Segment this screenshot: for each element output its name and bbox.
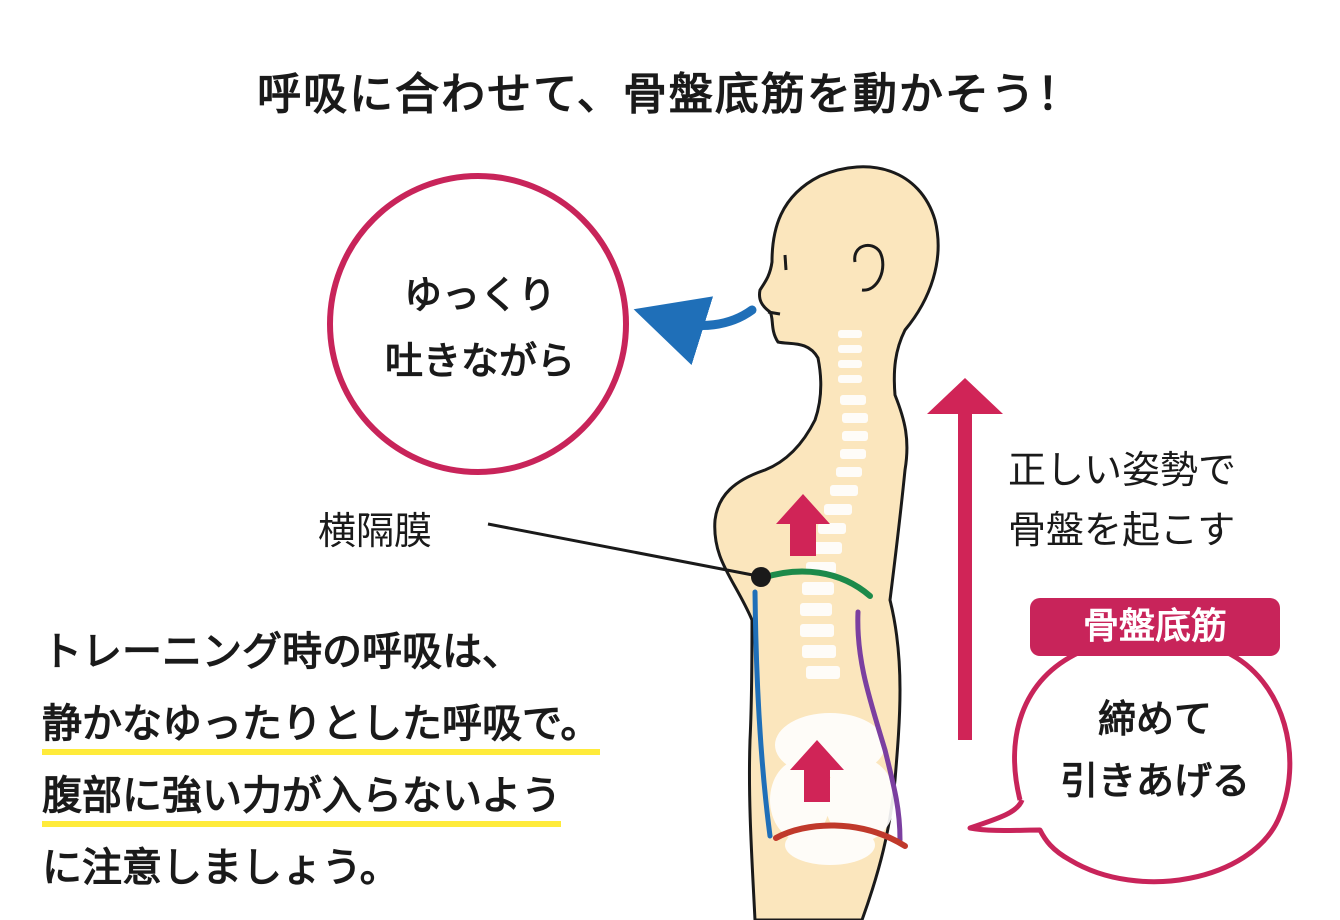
pelvic-floor-tag: 骨盤底筋 — [1030, 598, 1280, 656]
diaphragm-leader-line — [487, 522, 759, 578]
up-arrow-icon — [790, 740, 844, 802]
note-line-4: に注意しましょう。 — [42, 836, 600, 908]
diaphragm-label: 横隔膜 — [318, 509, 433, 553]
posture-line-2: 骨盤を起こす — [1008, 508, 1236, 552]
page-title: 呼吸に合わせて、骨盤底筋を動かそう！ — [257, 69, 1083, 120]
breath-arrow-icon — [633, 296, 757, 366]
note-line-2: 静かなゆったりとした呼吸で。 — [42, 692, 601, 764]
up-arrow-icon — [776, 494, 830, 556]
note-text-2-highlighted: 静かなゆったりとした呼吸で。 — [42, 701, 601, 755]
note-text-4: に注意しましょう。 — [42, 845, 400, 891]
note-line-3: 腹部に強い力が入らないよう — [42, 764, 600, 836]
pelvic-floor-bubble — [967, 649, 1293, 885]
pelvic-floor-line — [773, 822, 908, 849]
pelvis — [770, 713, 895, 865]
front-abdominal-muscle-line — [752, 589, 773, 839]
note-text-1: トレーニング時の呼吸は、 — [42, 629, 522, 675]
exhale-line-1: ゆっくり — [403, 273, 556, 317]
breathing-notes: トレーニング時の呼吸は、 静かなゆったりとした呼吸で。 腹部に強い力が入らないよ… — [42, 620, 601, 908]
mouth-icon — [767, 310, 781, 316]
back-muscle-line — [855, 609, 903, 843]
note-line-1: トレーニング時の呼吸は、 — [42, 620, 600, 692]
eye-icon — [783, 254, 788, 271]
diaphragm-line — [759, 568, 873, 599]
diaphragm-point — [751, 567, 771, 587]
spine — [800, 330, 868, 679]
note-text-3-highlighted: 腹部に強い力が入らないよう — [42, 773, 562, 827]
posture-arrow-icon — [927, 378, 1003, 740]
posture-line-1: 正しい姿勢で — [1008, 448, 1237, 492]
exhale-circle — [327, 173, 629, 475]
pelvic-floor-text: 締めて 引きあげる — [1020, 688, 1290, 812]
ear-icon — [853, 243, 885, 292]
exhale-text: ゆっくり 吐きながら — [330, 262, 630, 394]
pelvic-floor-line-1: 締めて — [1097, 697, 1212, 741]
posture-text: 正しい姿勢で 骨盤を起こす — [1008, 440, 1236, 560]
pelvic-floor-line-2: 引きあげる — [1059, 759, 1250, 803]
exhale-line-2: 吐きながら — [384, 339, 575, 383]
